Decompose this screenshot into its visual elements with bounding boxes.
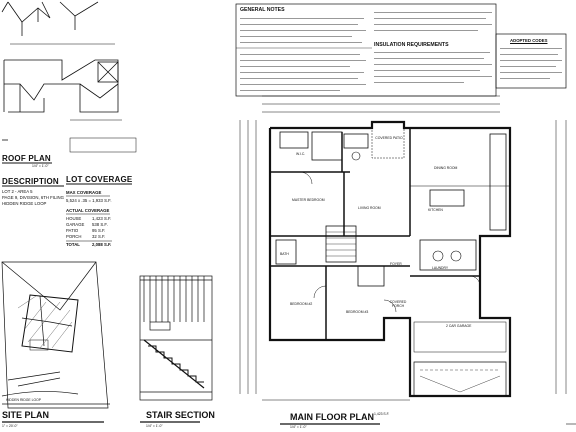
description-line: HIDDEN RIDGE LOOP [2,201,47,206]
coverage-value: 32 S.F. [92,234,106,239]
stair-section-drawing [139,275,213,401]
room-bedroom-2: BEDROOM #2 [290,302,313,306]
coverage-label: TOTAL [66,242,80,247]
coverage-label: HOUSE [66,216,82,221]
main-floor-plan-title: MAIN FLOOR PLAN [290,412,374,422]
room-covered-patio: COVERED PATIO [375,136,403,140]
actual-coverage-title: ACTUAL COVERAGE [66,208,110,213]
site-plan-title: SITE PLAN [2,410,50,420]
room-garage: 2 CAR GARAGE [446,324,472,328]
max-coverage-title: MAX COVERAGE [66,190,102,195]
main-floor-plan-scale: 1/4" = 1'-0" [290,425,307,429]
coverage-label: PATIO [66,228,79,233]
insulation-title: INSULATION REQUIREMENTS [374,42,449,48]
coverage-value: 95 S.F. [92,228,106,233]
room-covered-porch: COVERED PORCH [389,300,407,308]
general-notes-title: GENERAL NOTES [240,7,285,13]
main-floor-plan-area: 1,423 S.F. [374,412,390,416]
adopted-codes-title: ADOPTED CODES [510,38,548,43]
main-floor-plan-drawing [239,95,567,401]
description-line: PAGE 9, DIVISION, 6TH FILING [2,195,65,200]
room-kitchen: KITCHEN [428,208,443,212]
roof-plan-drawing [1,1,137,153]
coverage-value: 2,088 S.F. [92,242,112,247]
coverage-label: PORCH [66,234,82,239]
coverage-label: GARAGE [66,222,85,227]
stair-section-title: STAIR SECTION [146,410,215,420]
room-master-bedroom: MASTER BEDROOM [292,198,325,202]
stair-section-scale: 1/4" = 1'-0" [146,424,163,428]
room-foyer: FOYER [390,262,402,266]
room-bedroom-3: BEDROOM #3 [346,310,369,314]
coverage-value: 1,423 S.F. [92,216,112,221]
street-label: HIDDEN RIDGE LOOP [6,398,42,402]
room-laundry: LAUNDRY [432,266,449,270]
lot-coverage-title: LOT COVERAGE [66,175,133,184]
max-coverage-value: 5,524 x .35 = 1,933 S.F. [66,198,112,203]
description-line: LOT 2 - AREA 5 [2,189,33,194]
site-plan-drawing [1,261,110,409]
roof-plan-title: ROOF PLAN [2,154,51,163]
site-plan-scale: 1" = 20'-0" [2,424,18,428]
coverage-value: 538 S.F. [92,222,108,227]
room-bath: BATH [280,252,289,256]
roof-plan-scale: 1/4" = 1'-0" [32,164,49,168]
room-dining-room: DINING ROOM [434,166,458,170]
room-wic: W.I.C. [296,152,306,156]
room-living-room: LIVING ROOM [358,206,381,210]
description-title: DESCRIPTION [2,177,59,186]
